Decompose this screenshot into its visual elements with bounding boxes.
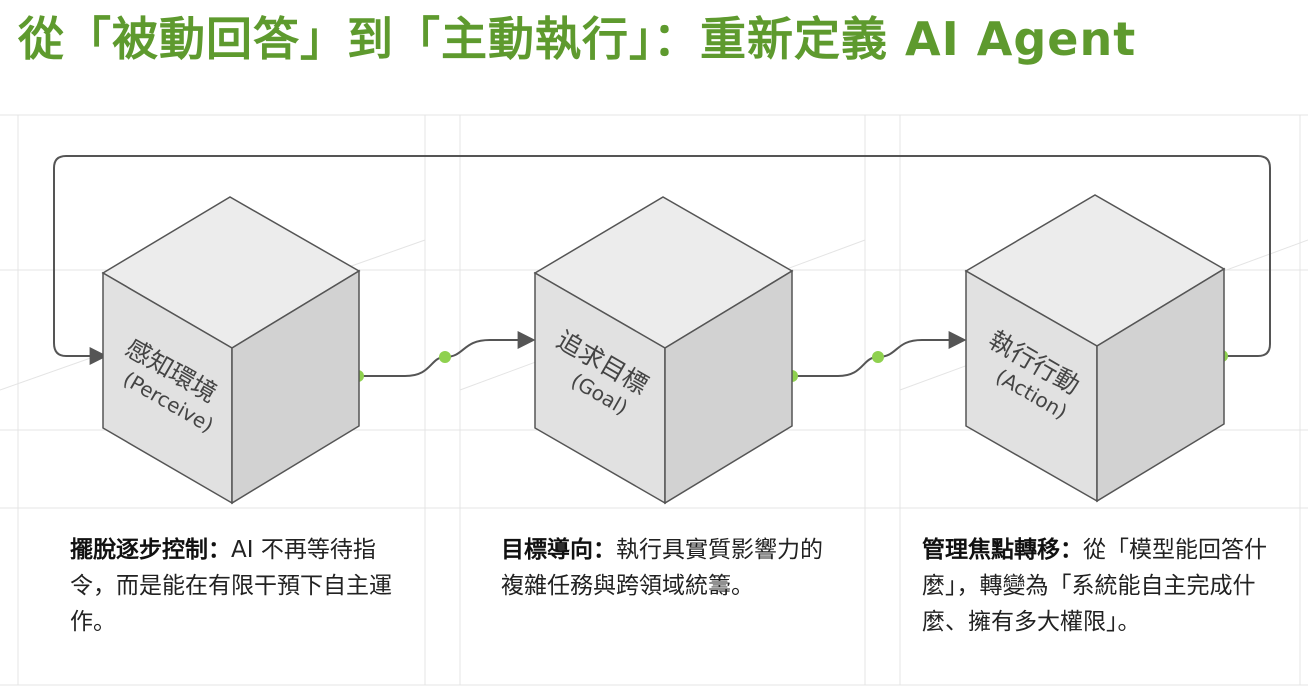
description-body: AI 不再等待指令，而是能在有限干預下自主運作。: [70, 537, 392, 635]
feedback-loop-arrow: [53, 155, 1271, 365]
page-title: 從「被動回答」到「主動執行」：重新定義 AI Agent: [18, 12, 1137, 66]
step-description-action: 管理焦點轉移：從「模型能回答什麼」，轉變為「系統能自主完成什麼、擁有多大權限」。: [922, 532, 1292, 640]
connector-dot: [439, 351, 451, 363]
description-heading: 目標導向：: [501, 537, 616, 563]
cube-right-face: [664, 269, 793, 505]
connector-dot: [872, 351, 884, 363]
cube-right-face: [231, 269, 360, 505]
cube-goal: 追求目標 (Goal): [533, 196, 794, 505]
description-body: 執行具實質影響力的複雜任務與跨領域統籌。: [501, 537, 823, 599]
description-heading: 管理焦點轉移：: [922, 537, 1083, 563]
step-description-goal: 目標導向：執行具實質影響力的複雜任務與跨領域統籌。: [501, 532, 831, 604]
description-heading: 擺脫逐步控制：: [70, 537, 231, 563]
cube-perceive: 感知環境 (Perceive): [101, 196, 361, 505]
step-description-perceive: 擺脫逐步控制：AI 不再等待指令，而是能在有限干預下自主運作。: [70, 532, 400, 640]
description-body: 從「模型能回答什麼」，轉變為「系統能自主完成什麼、擁有多大權限」。: [922, 537, 1267, 635]
cube-right-face: [1096, 267, 1225, 503]
cube-action: 執行行動 (Action): [964, 194, 1226, 503]
